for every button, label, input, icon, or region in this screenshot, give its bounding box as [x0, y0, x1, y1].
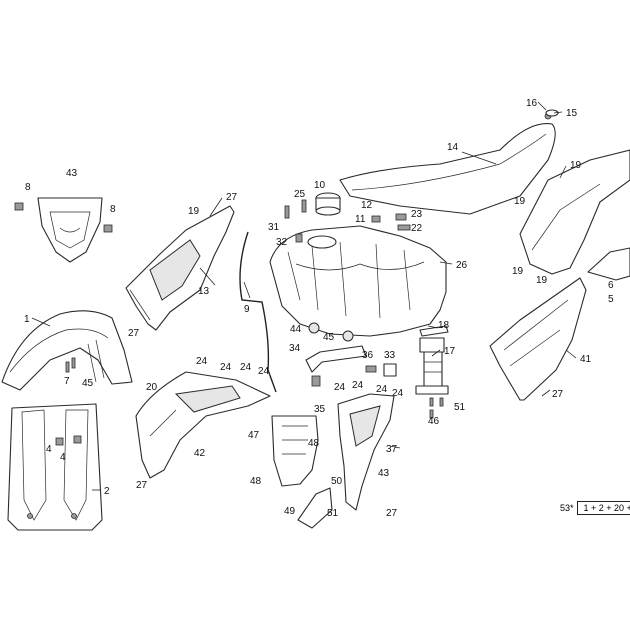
part-pump-seal — [419, 325, 449, 337]
part-breather-hose — [239, 231, 277, 393]
callout: 48 — [250, 476, 262, 487]
callout: 18 — [438, 320, 450, 331]
callout: 49 — [284, 506, 296, 517]
callout: 33 — [384, 350, 396, 361]
part-fuel-tank — [269, 225, 447, 337]
callout: 5 — [608, 294, 614, 305]
callout: 19 — [188, 206, 200, 217]
part-right-side-panel — [337, 393, 395, 511]
callout: 14 — [447, 142, 459, 153]
callout: 9 — [244, 304, 250, 315]
callout: 20 — [146, 382, 158, 393]
callout: 27 — [386, 508, 398, 519]
callout: 24 — [220, 362, 232, 373]
callout: 19 — [512, 266, 524, 277]
part-damper-45a — [308, 322, 320, 334]
part-clip-8-right — [103, 224, 113, 233]
callout: 36 — [362, 350, 374, 361]
callout: 34 — [289, 343, 301, 354]
callout: 4 — [60, 452, 66, 463]
callout: 42 — [194, 448, 206, 459]
callout: 17 — [444, 346, 456, 357]
callout: 41 — [580, 354, 592, 365]
callout: 50 — [331, 476, 343, 487]
callout: 24 — [240, 362, 252, 373]
callout: 19 — [514, 196, 526, 207]
callout: 6 — [608, 280, 614, 291]
callout: 19 — [570, 160, 582, 171]
callout: 7 — [64, 376, 70, 387]
callout: 32 — [276, 237, 288, 248]
callout: 10 — [314, 180, 326, 191]
callout: 31 — [268, 222, 280, 233]
callout: 27 — [136, 480, 148, 491]
callout: 22 — [411, 223, 423, 234]
part-chain-guide — [297, 487, 333, 529]
callout: 27 — [128, 328, 140, 339]
callout: 27 — [226, 192, 238, 203]
callout: 1 — [24, 314, 30, 325]
part-rear-fender — [519, 149, 630, 281]
kit-note-formula: 1 + 2 + 20 + — [576, 501, 630, 515]
callout: 47 — [248, 430, 260, 441]
part-fasteners — [55, 109, 559, 446]
part-clip-8-left — [14, 202, 24, 211]
callout: 51 — [454, 402, 466, 413]
callout: 45 — [82, 378, 94, 389]
callout: 46 — [428, 416, 440, 427]
part-left-side-panel — [135, 371, 271, 479]
part-fuel-cap — [315, 192, 341, 216]
part-headlight-mask — [37, 197, 103, 263]
part-fitting-36 — [311, 375, 321, 387]
callout: 16 — [526, 98, 538, 109]
callout: 35 — [314, 404, 326, 415]
callout: 24 — [376, 384, 388, 395]
part-fork-guards — [7, 403, 103, 531]
callout: 37 — [386, 444, 398, 455]
callout: 27 — [552, 389, 564, 400]
callout: 8 — [110, 204, 116, 215]
callout: 15 — [566, 108, 578, 119]
part-mud-flap — [271, 415, 319, 487]
callout: 43 — [378, 468, 390, 479]
part-fitting-37 — [365, 365, 377, 373]
callout: 44 — [290, 324, 302, 335]
part-damper-45b — [342, 330, 354, 342]
callout: 24 — [392, 388, 404, 399]
part-fuel-pump — [415, 337, 449, 395]
callout: 24 — [196, 356, 208, 367]
callout: 19 — [536, 275, 548, 286]
part-front-fender — [1, 310, 133, 391]
leader-lines — [31, 101, 577, 491]
callout: 24 — [334, 382, 346, 393]
part-rear-side-panel — [489, 277, 587, 401]
callout: 45 — [323, 332, 335, 343]
part-fitting-34 — [383, 363, 397, 377]
callout: 12 — [361, 200, 373, 211]
callout: 24 — [258, 366, 270, 377]
part-seat — [339, 122, 556, 215]
callout: 4 — [46, 444, 52, 455]
callout: 51 — [327, 508, 339, 519]
callout: 8 — [25, 182, 31, 193]
callout: 24 — [352, 380, 364, 391]
part-hose-connector — [305, 345, 367, 373]
callout: 43 — [66, 168, 78, 179]
kit-note-code: 53* — [560, 503, 574, 513]
callout: 2 — [104, 486, 110, 497]
kit-note: 53* 1 + 2 + 20 + — [560, 500, 630, 516]
callout: 48 — [308, 438, 320, 449]
callout: 13 — [198, 286, 210, 297]
callout: 11 — [355, 214, 366, 225]
callout: 25 — [294, 189, 306, 200]
part-left-shroud — [125, 205, 235, 331]
callout: 23 — [411, 209, 423, 220]
callout: 26 — [456, 260, 468, 271]
